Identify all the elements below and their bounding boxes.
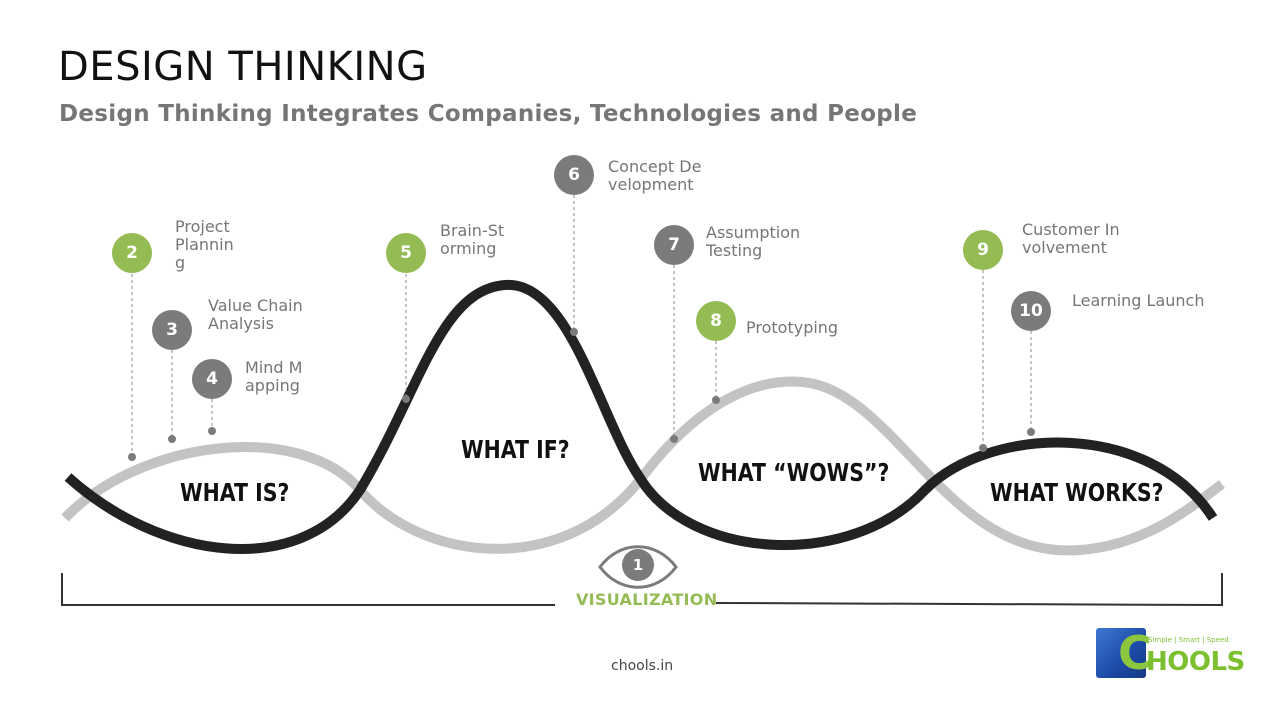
page-title: DESIGN THINKING (58, 44, 428, 90)
logo-box-icon (1096, 628, 1146, 678)
logo-letter: C (1118, 626, 1152, 680)
phase-what-works: WHAT WORKS? (990, 478, 1164, 507)
step-8-number: 8 (696, 301, 736, 341)
step-8-label: Prototyping (746, 318, 839, 337)
step-1-number: 1 (622, 549, 654, 581)
connector-dots (128, 328, 1035, 461)
step-7-label: Assumption Testing (706, 223, 801, 260)
dark-wave (64, 279, 1218, 554)
step-2-label: Project Planning (175, 217, 234, 272)
chools-logo[interactable]: C Simple | Smart | Speed HOOLS (1096, 626, 1245, 680)
step-3-label: Value Chain Analysis (208, 296, 303, 333)
light-wave (61, 376, 1225, 556)
logo-tagline: Simple | Smart | Speed (1148, 636, 1229, 644)
visualization-bracket-left (61, 573, 555, 606)
step-10-label: Learning Launch (1072, 291, 1205, 310)
step-4-label: Mind Mapping (245, 358, 303, 395)
step-10-number: 10 (1011, 291, 1051, 331)
step-3-number: 3 (152, 310, 192, 350)
step-2-number: 2 (112, 233, 152, 273)
phase-what-wows: WHAT “WOWS”? (698, 458, 890, 487)
visualization-bracket-right (715, 573, 1223, 607)
step-6-number: 6 (554, 155, 594, 195)
footer-site: chools.in (611, 658, 674, 674)
logo-word: HOOLS (1146, 647, 1245, 677)
step-9-number: 9 (963, 230, 1003, 270)
step-7-number: 7 (654, 225, 694, 265)
phase-what-is: WHAT IS? (180, 478, 290, 507)
step-5-number: 5 (386, 233, 426, 273)
phase-what-if: WHAT IF? (461, 435, 570, 464)
step-4-number: 4 (192, 359, 232, 399)
page-subtitle: Design Thinking Integrates Companies, Te… (59, 101, 918, 127)
step-9-label: Customer Involvement (1022, 220, 1120, 257)
connectors (131, 195, 1032, 456)
step-5-label: Brain-Storming (440, 221, 505, 258)
step-6-label: Concept Development (608, 157, 702, 194)
visualization-label: VISUALIZATION (576, 590, 718, 609)
